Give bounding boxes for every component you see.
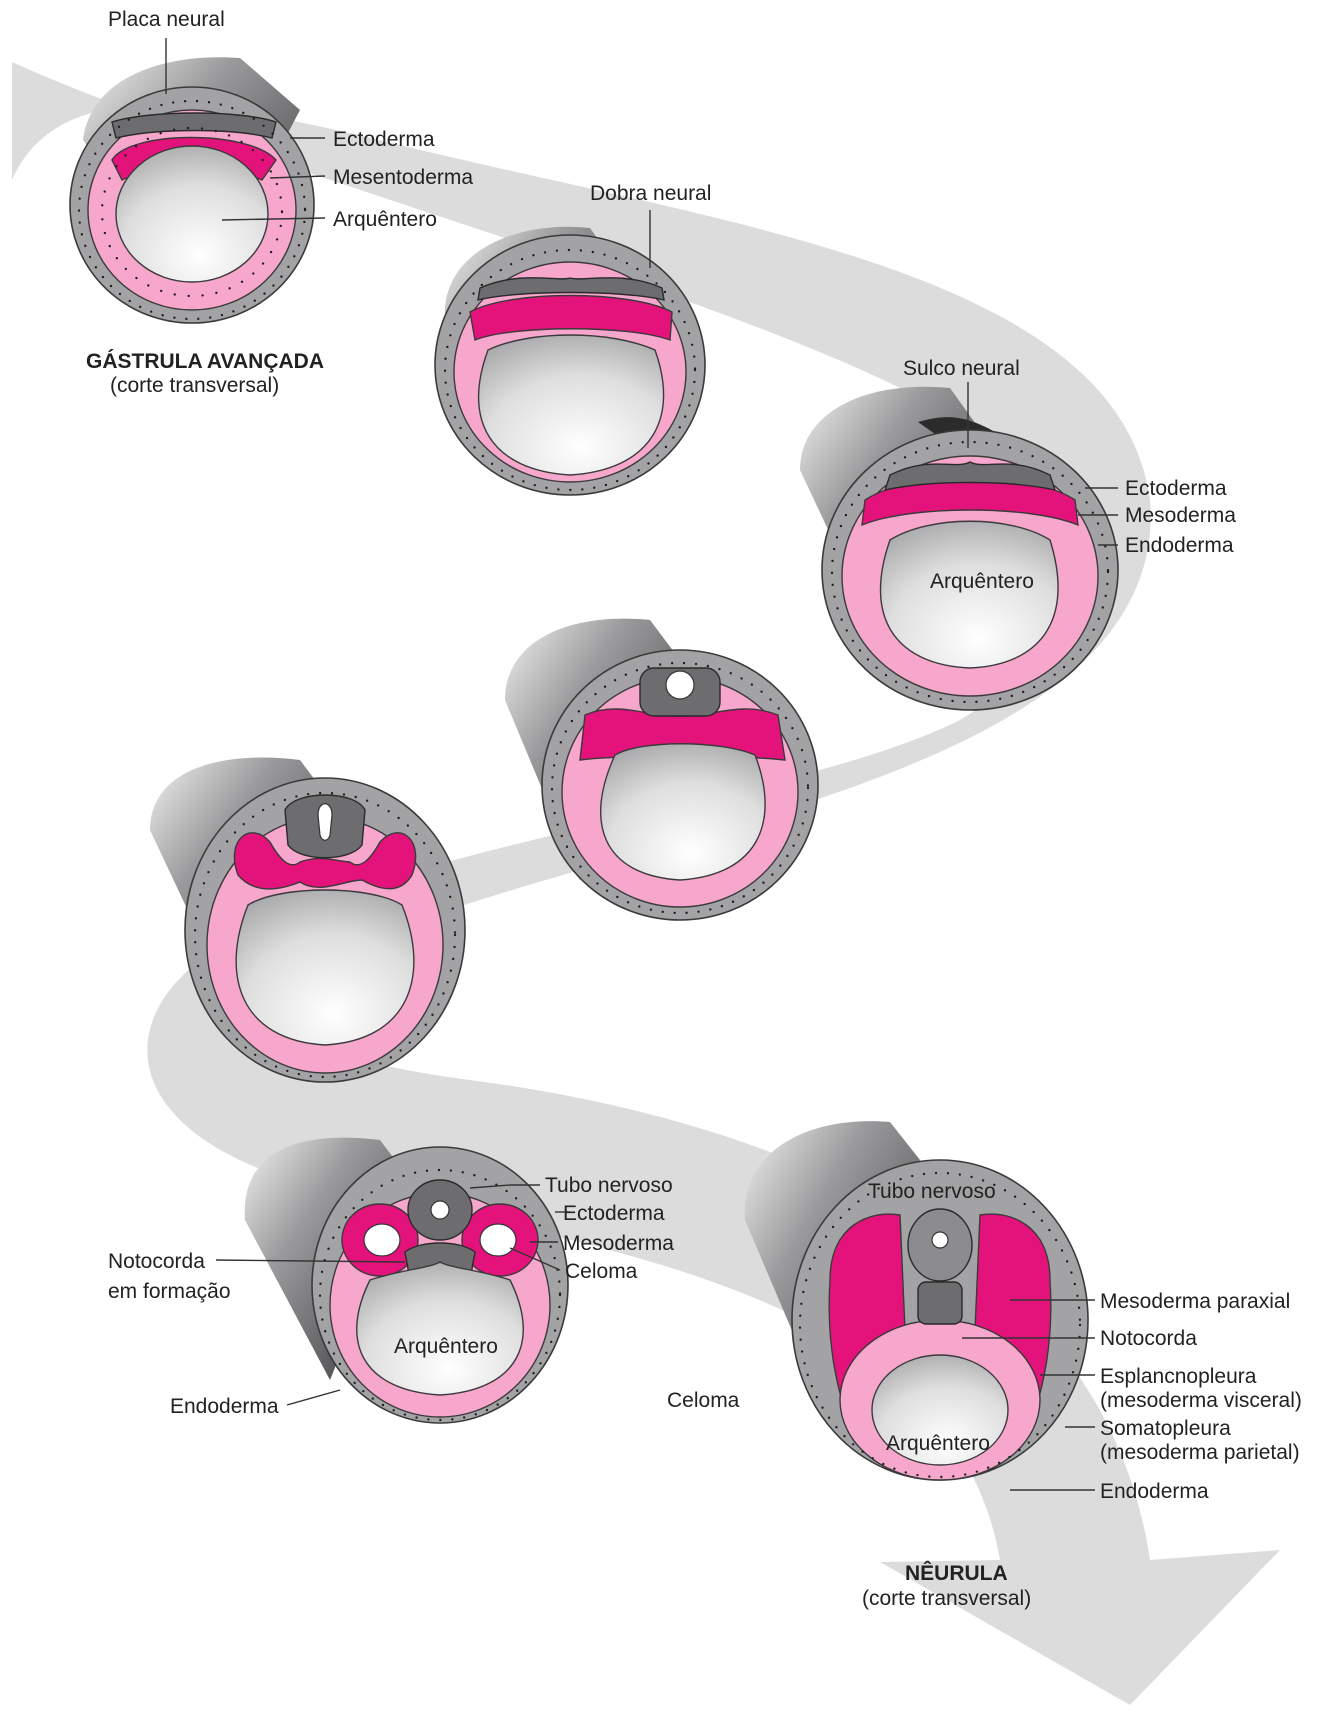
leader-tubo-nervoso-6 <box>469 1184 540 1189</box>
leader-lines <box>165 38 1118 1491</box>
label-placa-neural: Placa neural <box>108 8 225 31</box>
leader-notocorda-form <box>215 1259 406 1263</box>
archenteron-cavity <box>477 334 665 476</box>
coelom-right <box>479 1223 517 1257</box>
label-dobra-neural: Dobra neural <box>590 182 711 205</box>
label-arquentero-1: Arquêntero <box>333 208 437 231</box>
label-somato-2: (mesoderma parietal) <box>1100 1441 1300 1464</box>
neural-plate <box>883 461 1057 491</box>
label-ectoderma-1: Ectoderma <box>333 128 435 151</box>
label-mesoderma-paraxial: Mesoderma paraxial <box>1100 1290 1290 1313</box>
label-endoderma-3: Endoderma <box>1125 534 1234 557</box>
cell-dots <box>100 126 284 298</box>
cell-dots <box>77 99 307 321</box>
neural-canal <box>430 1200 450 1220</box>
gastrula-title: GÁSTRULA AVANÇADA <box>86 350 324 373</box>
label-esplanc-2: (mesoderma visceral) <box>1100 1389 1302 1412</box>
label-mesoderma-6: Mesoderma <box>563 1232 674 1255</box>
neural-groove <box>665 670 695 700</box>
stage-2-neural-fold <box>434 226 706 496</box>
label-somato-1: Somatopleura <box>1100 1417 1231 1440</box>
label-esplanc-1: Esplancnopleura <box>1100 1365 1257 1388</box>
cell-dots <box>798 1171 1082 1479</box>
neural-canal <box>931 1231 949 1249</box>
neural-plate <box>477 277 665 301</box>
archenteron-cavity <box>879 520 1059 669</box>
cell-dots <box>550 661 810 915</box>
label-arquentero-7: Arquêntero <box>886 1432 990 1455</box>
stage-4-neural-folding <box>505 618 819 921</box>
leader-arquentero-1 <box>221 217 326 221</box>
stage-3-neural-groove <box>800 386 1119 711</box>
archenteron-cavity <box>115 145 269 283</box>
label-sulco-neural: Sulco neural <box>903 357 1020 380</box>
coelom-left <box>363 1223 401 1257</box>
notochord <box>917 1281 963 1325</box>
label-notocorda-form-2: em formação <box>108 1280 231 1303</box>
mesoderm-folds <box>233 832 417 890</box>
label-arquentero-6: Arquêntero <box>394 1335 498 1358</box>
neurula-subtitle: (corte transversal) <box>862 1587 1031 1610</box>
neural-canal <box>317 803 333 841</box>
stage-5-neural-closing <box>150 757 466 1083</box>
archenteron-cavity <box>871 1354 1009 1466</box>
label-notocorda-7: Notocorda <box>1100 1327 1197 1350</box>
cell-dots <box>830 440 1110 704</box>
leader-endoderma-6 <box>286 1389 341 1406</box>
label-endoderma-6: Endoderma <box>170 1395 279 1418</box>
label-mesoderma-3: Mesoderma <box>1125 504 1236 527</box>
label-celoma-6: Celoma <box>565 1260 638 1283</box>
archenteron-cavity <box>235 889 415 1046</box>
leader-mesentoderma <box>269 175 326 179</box>
label-ectoderma-6: Ectoderma <box>563 1202 665 1225</box>
cell-dots <box>318 1168 562 1422</box>
label-tubo-nervoso-7: Tubo nervoso <box>868 1180 996 1203</box>
leader-celoma-6 <box>509 1247 561 1271</box>
stage-1-gastrula <box>69 57 315 324</box>
mesoderm-layer <box>469 294 673 341</box>
label-celoma-7: Celoma <box>667 1389 740 1412</box>
neural-plate <box>111 112 277 139</box>
stage-6-neural-tube <box>244 1137 569 1424</box>
label-arquentero-3: Arquêntero <box>930 570 1034 593</box>
label-tubo-nervoso-6: Tubo nervoso <box>545 1174 673 1197</box>
label-endoderma-7: Endoderma <box>1100 1480 1209 1503</box>
archenteron-cavity <box>356 1261 524 1396</box>
label-ectoderma-3: Ectoderma <box>1125 477 1227 500</box>
gastrula-subtitle: (corte transversal) <box>110 374 279 397</box>
stage-7-neurula <box>744 1121 1089 1481</box>
cell-dots <box>443 248 697 492</box>
label-notocorda-form-1: Notocorda <box>108 1250 205 1273</box>
cell-dots <box>193 791 457 1079</box>
neurula-title: NÊURULA <box>905 1561 1008 1585</box>
text-labels: Placa neural Ectoderma Mesentoderma Arqu… <box>86 8 1302 1610</box>
archenteron-cavity <box>600 743 766 881</box>
label-mesentoderma: Mesentoderma <box>333 166 473 189</box>
